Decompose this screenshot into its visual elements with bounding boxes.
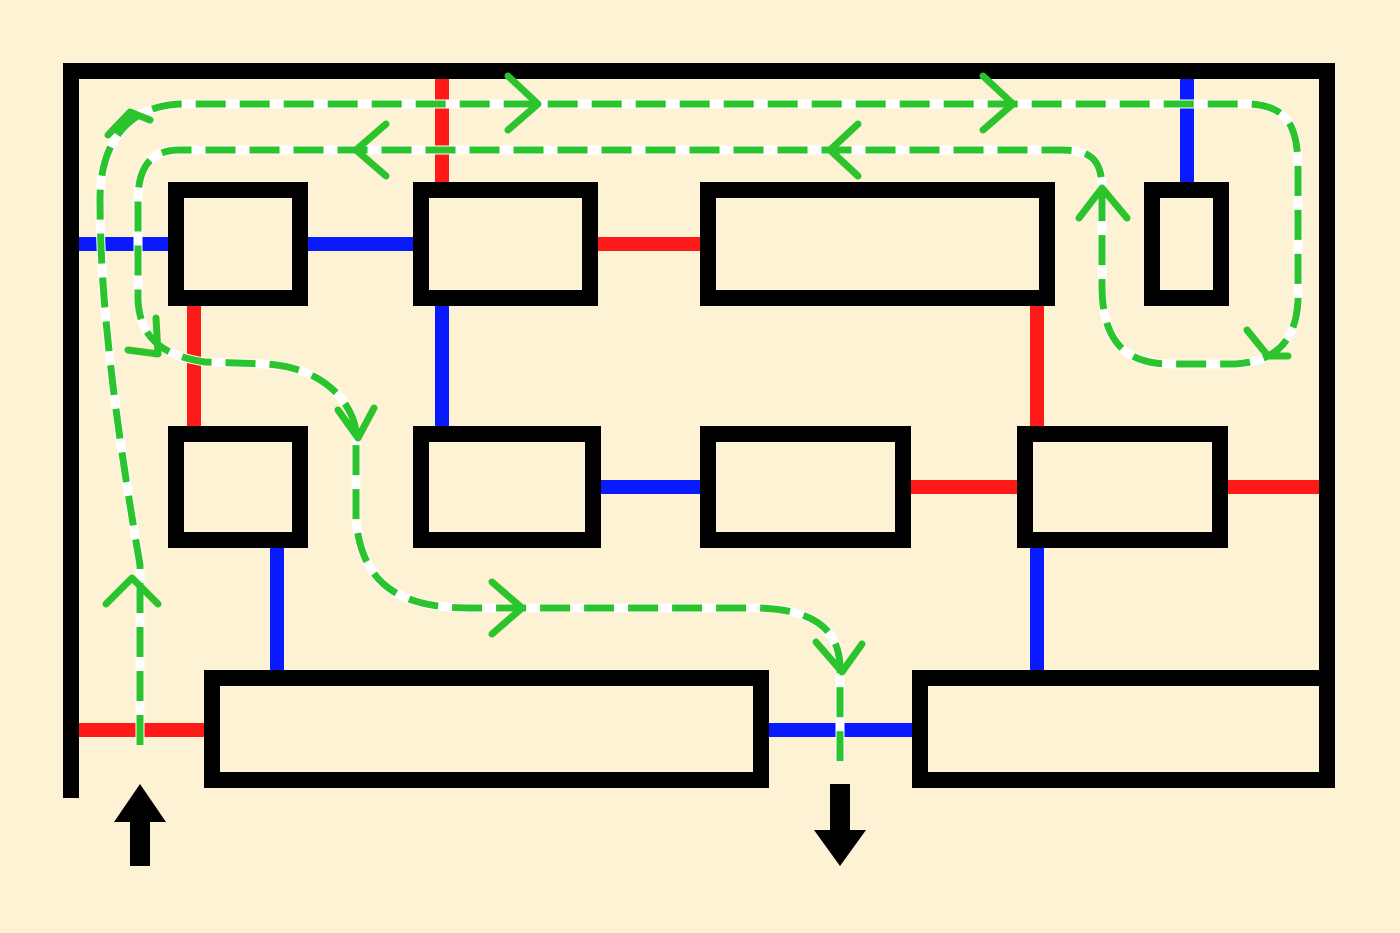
room-7 <box>700 426 911 548</box>
chevron-arrow-icon <box>352 120 390 180</box>
chevron-arrow-icon <box>826 120 862 180</box>
chevron-arrow-icon <box>1243 326 1292 360</box>
down-arrow-icon <box>814 784 866 866</box>
exit-arrow <box>814 784 866 866</box>
room-2 <box>413 182 598 306</box>
chevron-arrow-icon <box>812 638 866 676</box>
room-1 <box>168 182 308 306</box>
up-arrow-icon <box>114 784 166 866</box>
room-10 <box>912 670 1335 788</box>
room-5 <box>168 426 308 548</box>
route-outer-loop <box>96 100 1302 762</box>
chevron-arrow-icon <box>104 108 154 139</box>
chevron-arrow-icon <box>124 314 162 358</box>
entrance-arrow <box>114 784 166 866</box>
outer-wall <box>63 63 1335 798</box>
room-4 <box>1144 182 1229 306</box>
room-9 <box>204 670 769 788</box>
outer-wall-outline <box>63 63 1335 798</box>
rooms <box>168 182 1335 788</box>
room-8 <box>1017 426 1228 548</box>
chevron-arrow-icon <box>334 404 378 442</box>
chevron-arrow-icon <box>488 578 526 638</box>
chevron-arrow-icon <box>1075 184 1131 222</box>
chevron-arrow-icon <box>504 72 542 134</box>
route-arrows <box>102 72 1292 676</box>
room-6 <box>413 426 601 548</box>
room-3 <box>700 182 1055 306</box>
chevron-arrow-icon <box>979 72 1017 134</box>
chevron-arrow-icon <box>102 574 162 608</box>
